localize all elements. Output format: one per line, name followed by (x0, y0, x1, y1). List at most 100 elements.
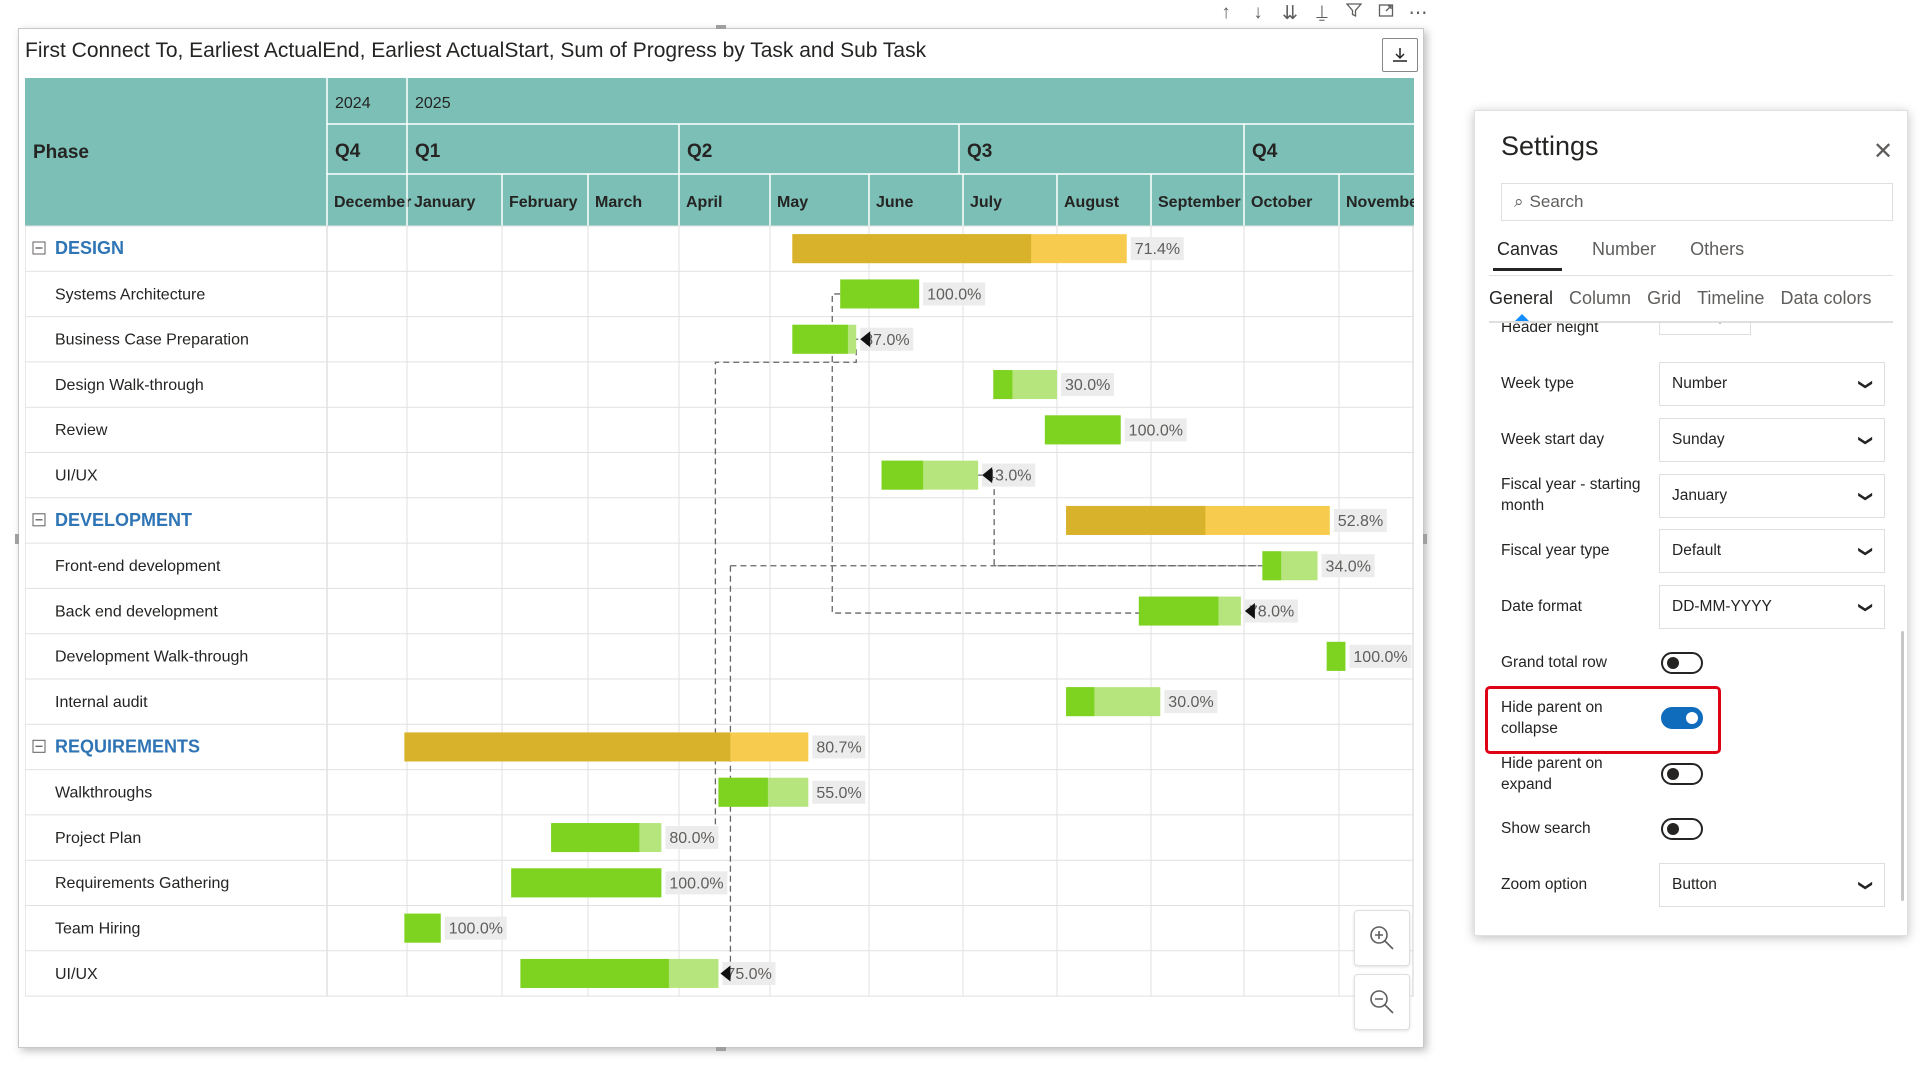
progress-label-bg (722, 961, 776, 985)
tab-data-colors[interactable]: Data colors (1780, 288, 1872, 308)
gantt-bar-progress (404, 913, 441, 943)
progress-label-bg (1164, 690, 1218, 714)
tab-timeline[interactable]: Timeline (1697, 288, 1765, 308)
gantt-bar-progress (1138, 596, 1219, 626)
settings-top-tabs: Canvas Number Others (1493, 239, 1748, 271)
progress-label-bg (665, 826, 719, 850)
grand-total-label: Grand total row (1501, 654, 1607, 671)
expand-hierarchy-icon[interactable]: ⍊ (1316, 2, 1328, 23)
resize-handle-top[interactable] (716, 25, 726, 29)
tab-general[interactable]: General (1489, 288, 1554, 321)
month-label: March (595, 194, 642, 211)
show-search-label: Show search (1501, 820, 1591, 837)
gantt-bar-progress (1326, 641, 1346, 671)
gantt-bar-progress (1262, 551, 1282, 581)
search-input[interactable]: ⌕ Search (1501, 183, 1893, 221)
double-arrow-down-icon[interactable]: ⇊ (1282, 3, 1298, 24)
progress-label-bg (923, 282, 986, 306)
progress-label: 75.0% (726, 966, 771, 983)
task-label: UI/UX (55, 966, 98, 983)
task-label: UI/UX (55, 468, 98, 485)
export-button[interactable] (1382, 38, 1418, 72)
month-label: July (970, 194, 1002, 211)
resize-handle-left[interactable] (15, 534, 19, 544)
filter-icon[interactable] (1344, 2, 1364, 25)
zoom-in-icon (1370, 926, 1394, 950)
more-options-icon[interactable]: ⋯ (1408, 3, 1428, 24)
task-label: Systems Architecture (55, 286, 205, 303)
fiscal-month-dropdown[interactable]: January ❯ (1659, 474, 1885, 518)
hide-parent-expand-toggle[interactable] (1661, 763, 1703, 785)
fiscal-type-dropdown[interactable]: Default ❯ (1659, 529, 1885, 573)
search-icon: ⌕ (1514, 192, 1524, 211)
week-start-dropdown[interactable]: Sunday ❯ (1659, 418, 1885, 462)
hide-expand-label: Hide parent on expand (1501, 753, 1603, 795)
gantt-bar-progress (840, 279, 920, 309)
export-icon (1393, 48, 1407, 62)
chevron-down-icon: ❯ (1858, 879, 1875, 891)
settings-title: Settings (1501, 131, 1599, 161)
group-label: DESIGN (55, 238, 124, 258)
progress-label: 78.0% (1249, 604, 1294, 621)
progress-label: 100.0% (669, 875, 723, 892)
gantt-bar-progress (404, 732, 731, 762)
grand-total-toggle[interactable] (1661, 652, 1703, 674)
progress-label: 100.0% (449, 921, 503, 938)
zoom-option-dropdown[interactable]: Button ❯ (1659, 863, 1885, 907)
progress-label-bg (1130, 237, 1184, 261)
dependency-arrowhead (982, 467, 993, 484)
zoom-in-button[interactable] (1354, 910, 1410, 966)
month-label: August (1064, 194, 1120, 211)
progress-label: 43.0% (986, 468, 1031, 485)
tab-canvas[interactable]: Canvas (1493, 239, 1563, 271)
show-search-toggle[interactable] (1661, 818, 1703, 840)
dependency-arrowhead (860, 331, 871, 348)
collapse-toggle[interactable] (32, 513, 46, 527)
progress-label: 80.7% (816, 739, 861, 756)
progress-label: 100.0% (1129, 422, 1183, 439)
header-height-unit: px (1718, 323, 1734, 324)
zoom-out-button[interactable] (1354, 974, 1410, 1030)
progress-label-bg (1061, 373, 1114, 397)
gantt-bar-progress (792, 324, 848, 354)
collapse-toggle[interactable] (32, 241, 46, 255)
hide-collapse-label: Hide parent on collapse (1501, 697, 1603, 739)
year-label: 2025 (415, 95, 451, 112)
settings-scrollbar[interactable] (1901, 631, 1904, 901)
progress-label-bg (444, 916, 507, 940)
date-format-dropdown[interactable]: DD-MM-YYYY ❯ (1659, 585, 1885, 629)
close-icon[interactable]: ✕ (1873, 138, 1894, 165)
subtabs-divider (1489, 321, 1893, 323)
task-label: Design Walk-through (55, 377, 204, 394)
header-height-value: 100 (1682, 323, 1708, 324)
tab-column[interactable]: Column (1569, 288, 1632, 308)
focus-mode-icon[interactable] (1376, 2, 1396, 25)
resize-handle-right[interactable] (1423, 534, 1427, 544)
week-type-dropdown[interactable]: Number ❯ (1659, 362, 1885, 406)
tab-grid[interactable]: Grid (1647, 288, 1682, 308)
gantt-bar-progress (1066, 687, 1095, 717)
tab-number[interactable]: Number (1592, 239, 1657, 259)
progress-label-bg (812, 780, 866, 804)
collapse-toggle[interactable] (32, 739, 46, 753)
settings-sub-tabs: General Column Grid Timeline Data colors (1489, 288, 1872, 321)
progress-label-bg (1333, 508, 1387, 532)
task-label: Project Plan (55, 830, 141, 847)
chevron-down-icon: ❯ (1858, 378, 1875, 390)
clipped-row: Header height 100 px (1475, 323, 1905, 343)
task-label: Internal audit (55, 694, 148, 711)
progress-label: 80.0% (669, 830, 714, 847)
chevron-down-icon: ❯ (1858, 601, 1875, 613)
tab-others[interactable]: Others (1690, 239, 1745, 259)
arrow-down-icon[interactable]: ↓ (1253, 2, 1263, 23)
arrow-up-icon[interactable]: ↑ (1221, 2, 1231, 23)
resize-handle-bottom[interactable] (716, 1047, 726, 1051)
task-label: Front-end development (55, 558, 221, 575)
header-height-input[interactable]: 100 px (1659, 323, 1751, 335)
gantt-bar-progress (520, 958, 669, 988)
search-placeholder: Search (1529, 192, 1584, 211)
week-type-value: Number (1672, 375, 1728, 392)
hide-parent-collapse-toggle[interactable] (1661, 707, 1703, 729)
